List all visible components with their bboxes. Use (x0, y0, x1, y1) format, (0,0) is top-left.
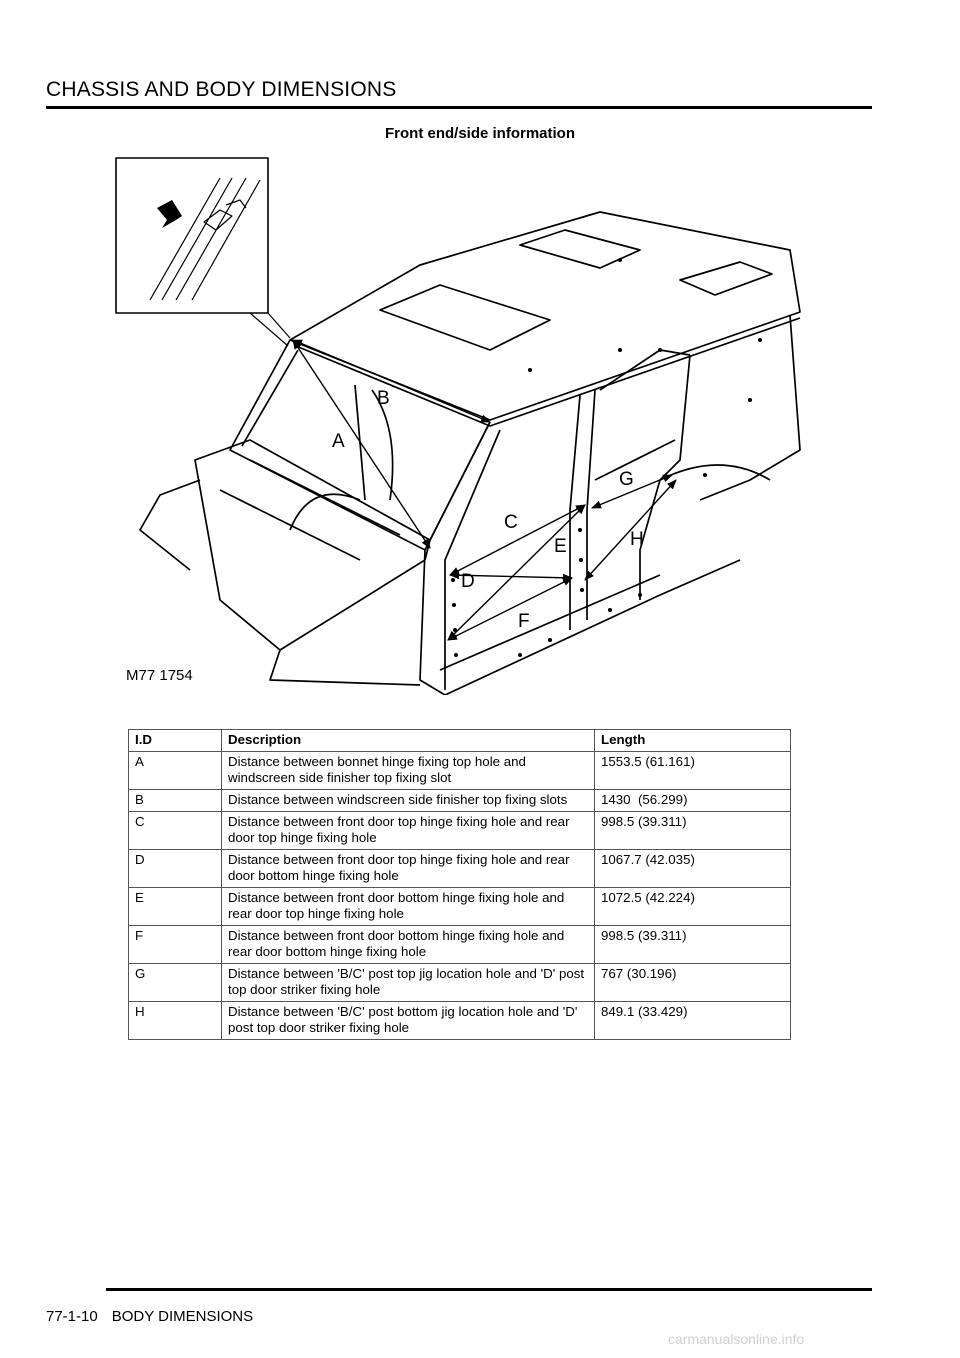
table-row: C Distance between front door top hinge … (128, 811, 791, 850)
dimension-line-h (584, 479, 677, 581)
inset-pointer-arrow-icon (157, 200, 182, 228)
row-description: Distance between front door top hinge fi… (221, 811, 595, 850)
column-header-description: Description (221, 729, 595, 752)
row-length: 1072.5 (42.224) (594, 887, 791, 926)
row-length: 998.5 (39.311) (594, 811, 791, 850)
column-header-id: I.D (128, 729, 222, 752)
row-length: 998.5 (39.311) (594, 925, 791, 964)
table-row: B Distance between windscreen side finis… (128, 789, 791, 812)
table-row: E Distance between front door bottom hin… (128, 887, 791, 926)
table-row: G Distance between 'B/C' post top jig lo… (128, 963, 791, 1002)
dimension-line-b (292, 339, 491, 423)
dimensions-table: I.D Description Length A Distance betwee… (128, 729, 791, 1040)
footer-rule (106, 1288, 872, 1291)
row-id: F (128, 925, 222, 964)
table-row: F Distance between front door bottom hin… (128, 925, 791, 964)
row-id: H (128, 1001, 222, 1040)
callout-c: C (504, 512, 518, 533)
footer-section-name: BODY DIMENSIONS (111, 1308, 254, 1325)
callout-g: G (619, 469, 634, 490)
row-description: Distance between 'B/C' post top jig loca… (221, 963, 595, 1002)
table-header-row: I.D Description Length (128, 729, 791, 752)
figure-id-label: M77 1754 (126, 667, 193, 684)
row-id: A (128, 751, 222, 790)
body-shell-illustration: A B C D E F G H (115, 157, 801, 695)
row-id: D (128, 849, 222, 888)
callout-f: F (518, 611, 530, 632)
callout-b: B (377, 388, 390, 409)
row-id: B (128, 789, 222, 812)
header-rule (46, 106, 872, 109)
row-description: Distance between front door bottom hinge… (221, 887, 595, 926)
callout-e: E (554, 536, 567, 557)
table-row: H Distance between 'B/C' post bottom jig… (128, 1001, 791, 1040)
dimension-line-f (447, 577, 573, 641)
row-length: 849.1 (33.429) (594, 1001, 791, 1040)
table-row: A Distance between bonnet hinge fixing t… (128, 751, 791, 790)
column-header-length: Length (594, 729, 791, 752)
page-number: 77-1-10 (46, 1308, 98, 1325)
row-id: C (128, 811, 222, 850)
row-length: 1430 (56.299) (594, 789, 791, 812)
callout-h: H (630, 529, 644, 550)
row-length: 767 (30.196) (594, 963, 791, 1002)
page-footer: 77-1-10 BODY DIMENSIONS (46, 1308, 267, 1325)
table-row: D Distance between front door top hinge … (128, 849, 791, 888)
section-title: Front end/side information (385, 125, 575, 142)
row-id: E (128, 887, 222, 926)
callout-a: A (332, 431, 345, 452)
page-header-title: CHASSIS AND BODY DIMENSIONS (46, 78, 397, 101)
row-id: G (128, 963, 222, 1002)
row-description: Distance between bonnet hinge fixing top… (221, 751, 595, 790)
row-description: Distance between 'B/C' post bottom jig l… (221, 1001, 595, 1040)
row-description: Distance between front door bottom hinge… (221, 925, 595, 964)
row-length: 1553.5 (61.161) (594, 751, 791, 790)
callout-d: D (461, 571, 475, 592)
row-description: Distance between front door top hinge fi… (221, 849, 595, 888)
row-description: Distance between windscreen side finishe… (221, 789, 595, 812)
watermark-link[interactable]: carmanualsonline.info (668, 1331, 805, 1347)
row-length: 1067.7 (42.035) (594, 849, 791, 888)
